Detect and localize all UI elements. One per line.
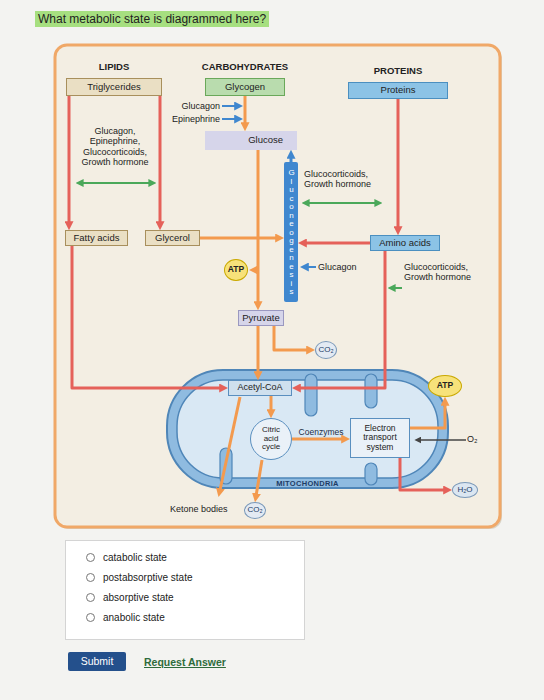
flow-arrow [397,99,400,228]
carbohydrate-box: CARBOHYDRATESGlycogen [205,78,285,96]
option-text: anabolic state [103,612,165,623]
ketone-arrow [220,397,240,490]
flow-arrow [292,438,343,441]
option-text: postabsorptive state [103,572,193,583]
answer-option: catabolic state [86,552,167,563]
frame-border [55,45,500,527]
flow-arrow [72,246,221,388]
hormone-arrow [222,118,236,120]
node-label: Proteins [381,85,416,95]
atp-circle: ATP [224,259,248,281]
electron-transport-box: Electron transport system [350,418,410,458]
flow-arrow [159,96,162,223]
citric-acid-cycle: Citric acid cycle [250,418,292,460]
co2-circle: CO₂ [315,341,337,359]
flow-arrow [290,157,293,162]
flow-arrow [299,251,385,388]
flow-arrow [68,96,71,223]
flow-arrow [200,237,277,240]
outer-membrane [167,370,448,488]
atp-arrow [256,269,258,271]
group-heading: CARBOHYDRATES [202,62,288,72]
node-label: ATP [437,381,453,390]
crista [305,374,317,416]
flow-arrow [257,150,260,303]
flow-arrow [410,404,445,428]
annotation: Epinephrine [160,114,220,124]
fatty-acid-box: Fatty acids [65,230,128,246]
hormone-arrow [82,182,150,184]
answer-option: absorptive state [86,592,174,603]
flow-arrow [305,242,370,245]
group-heading: PROTEINS [374,66,423,76]
annotation: Ketone bodies [170,504,240,514]
co2-circle: CO₂ [244,502,266,519]
link-text: Request Answer [144,656,244,668]
annotation: Glucagon [318,262,368,272]
answer-option: postabsorptive state [86,572,193,583]
edge-label: Coenzymes [299,427,344,437]
protein-box: PROTEINSProteins [348,82,448,99]
flow-arrow [256,460,262,495]
radio-button [86,613,95,622]
radio-button [86,573,95,582]
flow-arrow [400,458,445,490]
annotation: Glucocorticoids, Growth hormone [404,262,484,283]
annotation: O₂ [467,434,487,444]
node-label: ATP [228,265,244,274]
gluconeogenesis-band: Gluconeogenesis [284,162,298,302]
flow-arrow [274,326,308,350]
node-label: CO₂ [247,506,262,515]
hormone-arrow [394,287,402,289]
node-label: Triglycerides [87,82,141,92]
flow-arrow [244,96,247,124]
annotation: Glucagon [175,101,220,111]
answer-options: catabolic state postabsorptive state absor… [65,540,305,640]
node-label: Electron transport system [353,424,407,452]
h2o-circle: H₂O [452,482,478,498]
radio-button [86,593,95,602]
node-label: CO₂ [318,346,333,355]
group-heading: LIPIDS [99,62,130,72]
answer-option: anabolic state [86,612,165,623]
oxygen-arrow [420,439,466,441]
atp-circle: ATP [428,375,462,397]
crista [365,374,377,408]
hormone-arrow [307,266,316,268]
annotation: Glucocorticoids, Growth hormone [304,169,384,190]
hormone-arrow [222,105,236,107]
node-label: Submit [81,656,114,668]
option-text: catabolic state [103,552,167,563]
acetyl-coa-box: Acetyl-CoA [228,380,292,396]
annotation: Glucagon, Epinephrine, Glucocorticoids, … [74,126,156,167]
node-label: Pyruvate [242,313,280,323]
amino-acid-box: Amino acids [370,235,440,251]
mito-label: MITOCHONDRIA [165,480,450,488]
node-label: Acetyl-CoA [237,383,282,393]
flow-arrow [257,326,260,373]
node-label: Glycerol [155,233,190,243]
flow-arrow [270,396,273,411]
submit-button: Submit [68,652,126,671]
vertical-label: Gluconeogenesis [287,168,295,296]
node-label: Glucose [248,135,283,145]
option-text: absorptive state [103,592,174,603]
node-label: Glycogen [225,82,265,92]
pyruvate-box: Pyruvate [238,310,284,326]
question-title: What metabolic state is diagrammed here? [35,11,269,27]
crista [365,463,377,485]
glycerol-box: Glycerol [145,230,200,246]
node-label: H₂O [457,486,472,495]
radio-button [86,553,95,562]
node-label: Amino acids [379,238,431,248]
lipid-box: LIPIDSTriglycerides [66,78,162,96]
hormone-arrow [308,202,376,204]
glucose-band: Glucose [205,131,297,150]
node-label: Citric acid cycle [255,426,287,452]
node-label: Fatty acids [74,233,120,243]
